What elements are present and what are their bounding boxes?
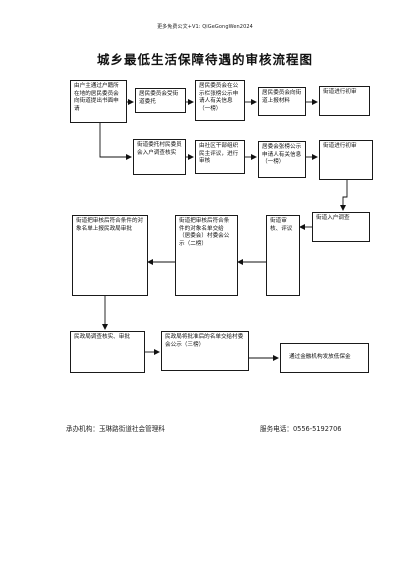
- arrow-s1-s6: [99, 123, 132, 160]
- phone-text: 服务电话：0556-5192706: [260, 425, 342, 433]
- step-9-preliminary-review: 街道进行初审: [319, 140, 373, 180]
- step-3-first-publicity: 居民委员会在公示栏张榜公示申请人有关信息（一榜）: [195, 80, 245, 121]
- organizer-text: 承办机构：玉琳路街道社会管理科: [66, 425, 165, 433]
- step-10-report-to-civil-affairs: 街道把审核后符合条件的对象名单上报民政局审批: [72, 215, 148, 296]
- step-8-committee-publicity: 居委会张榜公示申请人有关信息（一榜）: [258, 141, 306, 178]
- step-5-preliminary-review: 街道进行初审: [319, 86, 370, 116]
- step-6-household-survey: 街道委托村民委员会入户调查核实: [133, 139, 186, 175]
- step-12-street-evaluation: 街道审核、评议: [266, 215, 300, 296]
- step-7-democratic-evaluation: 由社区干部组织民主评议，进行审核: [195, 140, 245, 174]
- step-2-committee-entrusted: 居民委员会受街道委托: [135, 88, 186, 113]
- step-15-third-publicity: 民政局将批准后的名单交给村委会公示（三榜）: [161, 331, 249, 371]
- step-13-home-investigation: 街道入户调查: [312, 212, 370, 242]
- step-1-application: 由户主通过户籍所在地的居民委员会向街道提出书面申请: [70, 80, 127, 123]
- step-4-report-materials: 居民委员会向街道上报材料: [258, 87, 306, 116]
- step-11-second-publicity: 街道把审核后符合条件的对象名单交给（居委会）村委会公示（二榜）: [175, 215, 238, 296]
- step-16-pay-benefits: 通过金融机构发放低保金: [280, 343, 369, 373]
- page-title: 城乡最低生活保障待遇的审核流程图: [96, 52, 313, 67]
- header-note: 更多免费公文+V1: QiGeGongWen2024: [157, 24, 253, 30]
- arrow-s9-s13: [340, 180, 348, 211]
- step-14-civil-affairs-approval: 民政局调查核实、审批: [70, 331, 145, 373]
